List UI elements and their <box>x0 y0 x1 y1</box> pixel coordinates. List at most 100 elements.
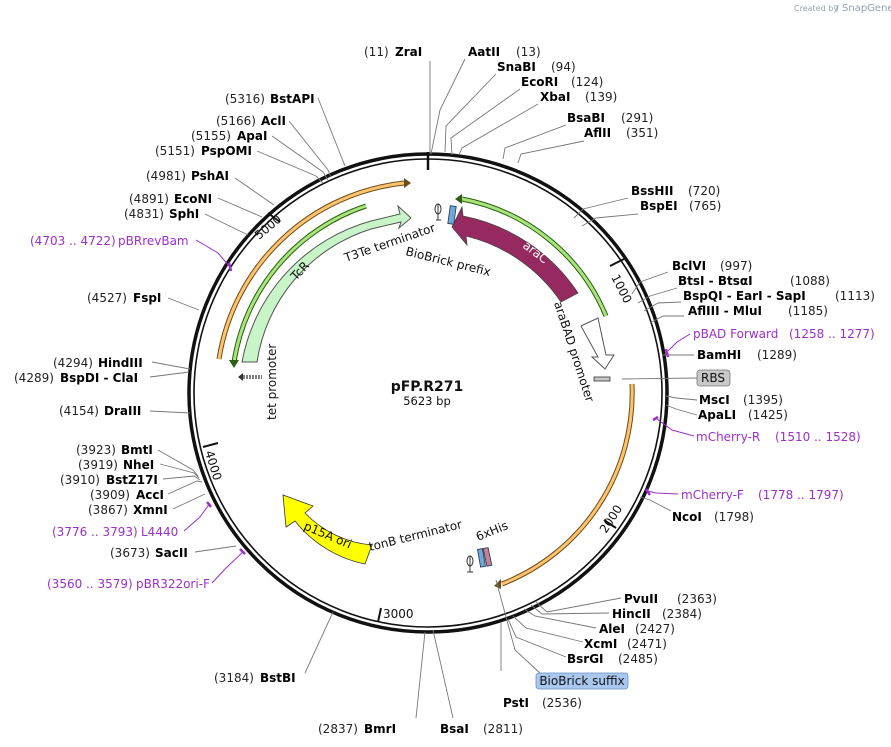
svg-text:(13): (13) <box>516 45 541 59</box>
svg-text:(4294): (4294) <box>53 356 93 370</box>
svg-text:(3919): (3919) <box>78 458 118 472</box>
svg-text:(139): (139) <box>585 90 617 104</box>
feature-biobrick-suffix-mark <box>477 548 486 568</box>
svg-text:SnaBI: SnaBI <box>497 60 536 74</box>
svg-text:(1289): (1289) <box>757 348 797 362</box>
enzyme-bmti: (3923) BmtI <box>76 443 153 457</box>
svg-text:(1510 .. 1528): (1510 .. 1528) <box>775 430 861 444</box>
svg-text:BstBI: BstBI <box>260 671 296 685</box>
enzyme-bamhi: BamHI (1289) <box>697 348 797 362</box>
tick-3000: 3000 <box>377 607 414 623</box>
svg-text:HincII: HincII <box>612 607 651 621</box>
svg-text:(1778 .. 1797): (1778 .. 1797) <box>758 488 844 502</box>
svg-text:(3910): (3910) <box>60 473 100 487</box>
enzyme-bspei: BspEI (765) <box>640 199 721 213</box>
svg-text:PvuII: PvuII <box>624 592 658 606</box>
svg-text:(3184): (3184) <box>214 671 254 685</box>
credit-text: Created by <box>794 4 838 13</box>
svg-text:(4154): (4154) <box>59 404 99 418</box>
biobrick-suffix-box: BioBrick suffix <box>495 579 629 690</box>
svg-text:(1425): (1425) <box>748 408 788 422</box>
feature-p15a-ori <box>282 494 373 565</box>
svg-text:NheI: NheI <box>123 458 154 472</box>
svg-text:AleI: AleI <box>599 622 625 636</box>
svg-text:(2471): (2471) <box>627 637 667 651</box>
svg-text:pBR322ori-F: pBR322ori-F <box>136 577 210 591</box>
svg-text:(5166): (5166) <box>216 114 256 128</box>
enzyme-bstz17i: (3910) BstZ17I <box>60 473 158 487</box>
enzyme-bspdi: (4289) BspDI - ClaI <box>14 371 138 385</box>
svg-text:AclI: AclI <box>261 114 286 128</box>
feature-6xhis-label: 6xHis <box>474 518 510 543</box>
enzyme-aatii: AatII (13) <box>468 45 541 59</box>
svg-text:BspQI - EarI - SapI: BspQI - EarI - SapI <box>683 289 806 303</box>
enzyme-sacii: (3673) SacII <box>110 546 188 560</box>
primer-pbrrevbam: (4703 .. 4722) pBRrevBam <box>30 234 189 248</box>
enzyme-xmni: (3867) XmnI <box>88 503 168 517</box>
svg-text:2000: 2000 <box>597 502 625 535</box>
svg-text:3000: 3000 <box>383 607 414 621</box>
enzyme-aflii: AflII (351) <box>584 126 658 140</box>
feature-tet-promoter <box>238 373 262 381</box>
svg-text:L4440: L4440 <box>141 525 178 539</box>
svg-text:(4527): (4527) <box>87 291 127 305</box>
tonb-terminator-icon <box>466 555 474 573</box>
svg-text:(765): (765) <box>689 199 721 213</box>
primer-pbr322ori-f: (3560 .. 3579) pBR322ori-F <box>47 577 210 591</box>
svg-text:AatII: AatII <box>468 45 500 59</box>
svg-text:FspI: FspI <box>133 291 161 305</box>
svg-text:(2811): (2811) <box>483 722 523 736</box>
svg-text:(5316): (5316) <box>225 92 265 106</box>
primer-mcherry-f: mCherry-F (1778 .. 1797) <box>681 488 844 502</box>
feature-arabad-promoter <box>580 317 615 370</box>
enzyme-bclvi: BclVI (997) <box>672 259 752 273</box>
svg-text:EcoRI: EcoRI <box>521 75 558 89</box>
enzyme-hindiii: (4294) HindIII <box>53 356 143 370</box>
enzyme-zrai: (11) ZraI <box>364 45 422 59</box>
svg-text:(2837): (2837) <box>318 722 358 736</box>
enzyme-msci: MscI (1395) <box>699 393 783 407</box>
svg-text:BstZ17I: BstZ17I <box>106 473 158 487</box>
enzyme-acci: (3909) AccI <box>90 488 164 502</box>
svg-text:RBS: RBS <box>701 371 725 385</box>
enzyme-nhei: (3919) NheI <box>78 458 154 472</box>
primer-mcherry-r: mCherry-R (1510 .. 1528) <box>696 430 861 444</box>
enzyme-bmri: (2837) BmrI <box>318 722 396 736</box>
enzyme-ecori: EcoRI (124) <box>521 75 603 89</box>
svg-text:AflII: AflII <box>584 126 611 140</box>
svg-text:BssHII: BssHII <box>631 184 673 198</box>
svg-text:(1185): (1185) <box>788 304 828 318</box>
enzyme-pvuii: PvuII (2363) <box>624 592 717 606</box>
svg-text:XmnI: XmnI <box>133 503 168 517</box>
svg-text:(2485): (2485) <box>618 652 658 666</box>
svg-text:PstI: PstI <box>503 696 529 710</box>
snapgene-logo-icon: ⁊ <box>834 3 839 14</box>
svg-text:BioBrick suffix: BioBrick suffix <box>539 674 624 688</box>
svg-text:(5151): (5151) <box>155 144 195 158</box>
plasmid-size: 5623 bp <box>403 394 451 408</box>
enzyme-draiii: (4154) DraIII <box>59 404 141 418</box>
svg-text:(11): (11) <box>364 45 389 59</box>
svg-text:(5155): (5155) <box>191 129 231 143</box>
svg-text:ApaI: ApaI <box>237 129 267 143</box>
feature-biobrick-prefix-label: BioBrick prefix <box>404 244 492 279</box>
feature-tcr <box>241 204 412 363</box>
svg-text:BsrGI: BsrGI <box>567 652 604 666</box>
svg-text:(3560 .. 3579): (3560 .. 3579) <box>47 577 133 591</box>
svg-text:BmrI: BmrI <box>364 722 396 736</box>
svg-text:XcmI: XcmI <box>584 637 617 651</box>
svg-text:(1258 .. 1277): (1258 .. 1277) <box>789 327 875 341</box>
enzyme-alei: AleI (2427) <box>599 622 675 636</box>
enzyme-hincii: HincII (2384) <box>612 607 702 621</box>
svg-text:(2363): (2363) <box>677 592 717 606</box>
feature-tonb-terminator-label: tonB terminator <box>367 517 463 554</box>
enzyme-fspi: (4527) FspI <box>87 291 161 305</box>
svg-text:(720): (720) <box>688 184 720 198</box>
enzyme-btsi: BtsI - BtsαI (1088) <box>678 274 830 288</box>
enzyme-bspqi: BspQI - EarI - SapI (1113) <box>683 289 875 303</box>
enzyme-bsabi: BsaBI (291) <box>567 111 653 125</box>
svg-text:SacII: SacII <box>155 546 188 560</box>
svg-text:(1088): (1088) <box>790 274 830 288</box>
svg-text:PshAI: PshAI <box>191 169 229 183</box>
